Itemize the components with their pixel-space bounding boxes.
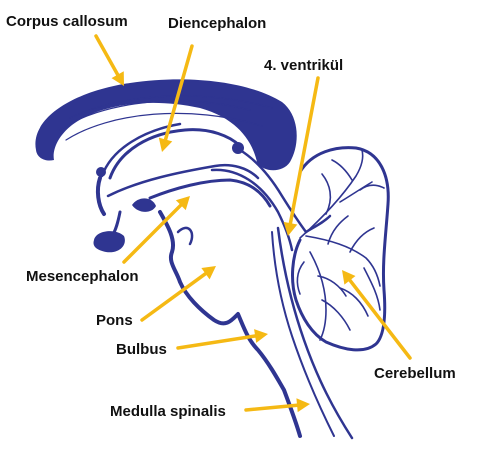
arrow-diencephalon-shaft <box>163 44 194 142</box>
arrow-medulla-spinalis-shaft <box>244 403 299 412</box>
arrow-corpus-callosum-head <box>111 71 124 86</box>
anterior-commissure <box>96 167 106 177</box>
label-medulla-spinalis: Medulla spinalis <box>110 403 226 420</box>
brain-drawing <box>35 79 390 440</box>
arrow-corpus-callosum-shaft <box>94 34 120 77</box>
arrow-mesencephalon <box>122 196 190 264</box>
labels: Corpus callosum Diencephalon 4. ventrikü… <box>6 13 456 420</box>
label-bulbus: Bulbus <box>116 341 167 358</box>
arrow-ventricle-head <box>283 221 298 236</box>
hypothalamus-line <box>95 176 106 216</box>
cerebral-aqueduct <box>210 168 294 252</box>
label-cerebellum: Cerebellum <box>374 365 456 382</box>
spinal-cord-inner-line <box>271 231 335 437</box>
label-ventricle: 4. ventrikül <box>264 57 343 74</box>
arrow-corpus-callosum <box>94 34 124 86</box>
label-mesencephalon: Mesencephalon <box>26 268 139 285</box>
corpus-callosum-hatch <box>59 95 273 141</box>
label-arrows <box>94 34 412 413</box>
label-diencephalon: Diencephalon <box>168 15 266 32</box>
label-corpus-callosum: Corpus callosum <box>6 13 128 30</box>
arrow-cerebellum <box>342 270 412 360</box>
arrow-pons <box>140 266 216 322</box>
arrow-pons-head <box>201 266 216 280</box>
arrow-diencephalon-head <box>158 137 173 152</box>
arbor-vitae <box>296 149 385 341</box>
pons-anterior-outline <box>158 210 302 438</box>
arrow-cerebellum-shaft <box>348 278 412 360</box>
tectum-line <box>238 148 308 234</box>
arrow-mesencephalon-shaft <box>122 203 183 264</box>
mesencephalon-outline <box>148 178 272 208</box>
arrow-ventricle <box>283 76 320 236</box>
mammillary-body <box>132 198 156 212</box>
arrow-bulbus <box>176 329 268 350</box>
corpus-callosum-shape <box>35 79 297 171</box>
pons-bulge <box>176 226 194 246</box>
pituitary-gland <box>93 231 125 253</box>
third-ventricle-floor <box>106 163 260 198</box>
arrow-medulla-spinalis-head <box>296 398 310 413</box>
arrow-bulbus-head <box>254 329 268 343</box>
arrow-ventricle-shaft <box>288 76 320 225</box>
arrow-mesencephalon-head <box>175 196 190 211</box>
arrow-pons-shaft <box>140 271 208 322</box>
label-pons: Pons <box>96 312 133 329</box>
diencephalon-outline <box>108 128 242 180</box>
arrow-medulla-spinalis <box>244 398 310 413</box>
medulla-posterior-line <box>276 226 354 440</box>
cerebellum-outline <box>291 146 390 352</box>
arrow-cerebellum-head <box>342 270 356 285</box>
arrow-bulbus-shaft <box>176 334 257 350</box>
arrow-diencephalon <box>158 44 194 152</box>
